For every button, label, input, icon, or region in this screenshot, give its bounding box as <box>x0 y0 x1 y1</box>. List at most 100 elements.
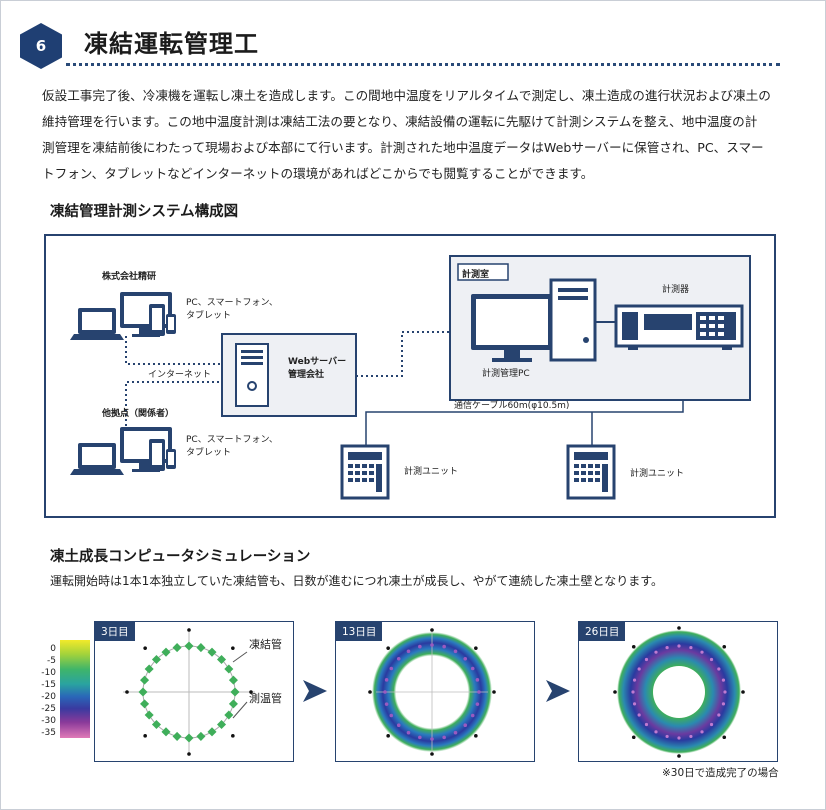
pipe-marker <box>717 713 721 717</box>
system-diagram: 株式会社精研 PC、スマートフォン、タブレット インターネット Webサーバー管… <box>44 234 776 518</box>
measurement-unit-icon-2 <box>566 444 616 500</box>
pipe-marker <box>430 628 434 632</box>
network-lines <box>125 331 450 426</box>
devices-label-2: PC、スマートフォン、タブレット <box>186 435 278 458</box>
pipe-marker <box>430 752 434 756</box>
pipe-marker <box>709 722 714 727</box>
scale-tick: -25 <box>41 704 56 714</box>
panel-1-graphic <box>123 628 255 756</box>
pc-icon <box>471 278 597 362</box>
pipe-marker <box>700 730 704 734</box>
devices-label-1: PC、スマートフォン、タブレット <box>186 298 278 321</box>
arrow-icon <box>303 680 327 702</box>
simulation-heading: 凍土成長コンピュータシミュレーション <box>50 549 311 565</box>
pipe-marker <box>231 734 235 738</box>
scale-tick: -20 <box>41 692 56 702</box>
pipe-marker <box>631 735 636 740</box>
pipe-marker <box>396 656 401 661</box>
simulation-description: 運転開始時は1本1本独立していた凍結管も、日数が進むにつれ凍土が成長し、やがて連… <box>50 574 663 588</box>
pipe-marker <box>386 734 390 738</box>
pipe-marker <box>677 736 681 740</box>
pipe-marker <box>140 675 150 685</box>
pipe-marker <box>389 666 394 671</box>
server-icon <box>235 343 269 407</box>
pipe-marker <box>144 710 154 720</box>
pipe-marker <box>717 667 721 671</box>
pipe-marker <box>665 645 669 650</box>
pipe-marker <box>125 690 129 694</box>
pipe-marker <box>207 647 217 657</box>
pipe-marker <box>430 643 434 647</box>
pipe-marker <box>631 690 635 694</box>
pipe-marker <box>654 730 658 734</box>
pipe-marker <box>453 649 458 654</box>
pipe-marker <box>384 678 389 682</box>
scale-tick: -5 <box>47 656 56 666</box>
pipe-marker <box>677 754 681 758</box>
pipe-marker <box>741 690 745 694</box>
pipe-marker <box>631 644 636 649</box>
instrument-icon <box>614 304 744 350</box>
panel-1-label: 3日目 <box>95 622 135 641</box>
pipe-marker <box>144 664 154 674</box>
pipe-marker <box>249 690 253 694</box>
pipe-marker <box>224 664 234 674</box>
pipe-marker <box>477 690 481 694</box>
pipe-marker <box>492 690 496 694</box>
instrument-label: 計測器 <box>662 285 690 295</box>
measurement-unit-icon-1 <box>340 444 390 500</box>
pipe-marker <box>442 735 446 740</box>
pipe-marker <box>230 687 240 697</box>
pipe-marker <box>463 723 468 728</box>
company-label: 株式会社精研 <box>102 272 157 282</box>
freeze-pipe-callout: 凍結管 <box>249 638 282 651</box>
pipe-marker <box>143 734 147 738</box>
pipe-marker <box>721 702 726 706</box>
pipe-marker <box>161 647 171 657</box>
pipe-marker <box>723 690 727 694</box>
scale-tick: -30 <box>41 716 56 726</box>
pipe-marker <box>453 730 458 735</box>
others-label: 他拠点（関係者） <box>102 409 175 419</box>
pipe-marker <box>187 628 191 632</box>
pipe-marker <box>475 678 480 682</box>
pipe-marker <box>665 734 669 739</box>
intro-line: 仮設工事完了後、冷凍機を運転し凍土を造成します。この間地中温度をリアルタイムで測… <box>42 88 771 103</box>
temp-pipe-callout: 測温管 <box>249 692 282 705</box>
intro-line: 測管理を凍結前後にわたって現場および本部にて行います。計測された地中温度データは… <box>42 140 764 155</box>
pipe-marker <box>632 678 637 682</box>
pipe-marker <box>475 702 480 706</box>
unit-label-1: 計測ユニット <box>404 467 459 477</box>
section-number-badge: 6 <box>20 23 62 69</box>
pipe-marker <box>644 657 649 662</box>
pipe-marker <box>184 733 194 743</box>
pipe-marker <box>700 650 704 654</box>
pipe-marker <box>138 687 148 697</box>
pipe-marker <box>161 727 171 737</box>
devices-icon-2 <box>70 427 176 475</box>
intro-line: 維持管理を行います。この地中温度計測は凍結工法の要となり、凍結設備の運転に先駆け… <box>42 114 758 129</box>
pipe-marker <box>184 641 194 651</box>
pipe-marker <box>418 735 422 740</box>
title-divider <box>66 63 780 66</box>
pipe-marker <box>637 667 641 671</box>
system-heading: 凍結管理計測システム構成図 <box>50 204 239 220</box>
panel-2-graphic <box>368 628 496 756</box>
pipe-marker <box>654 650 658 654</box>
internet-label: インターネット <box>146 367 214 380</box>
pipe-marker <box>368 690 372 694</box>
pipe-marker <box>187 752 191 756</box>
pipe-marker <box>207 727 217 737</box>
arrow-icon <box>546 680 570 702</box>
scale-tick: 0 <box>50 644 56 654</box>
page-title: 凍結運転管理工 <box>84 30 259 58</box>
pipe-marker <box>406 730 411 735</box>
pipe-marker <box>196 731 206 741</box>
panel-2-label: 13日目 <box>336 622 383 641</box>
pipe-marker <box>721 678 726 682</box>
pipe-marker <box>224 710 234 720</box>
cable-label: 通信ケーブル60m(φ10.5m) <box>454 401 570 411</box>
pipe-marker <box>140 699 150 709</box>
pipe-marker <box>677 626 681 630</box>
devices-icon-1 <box>70 292 176 340</box>
